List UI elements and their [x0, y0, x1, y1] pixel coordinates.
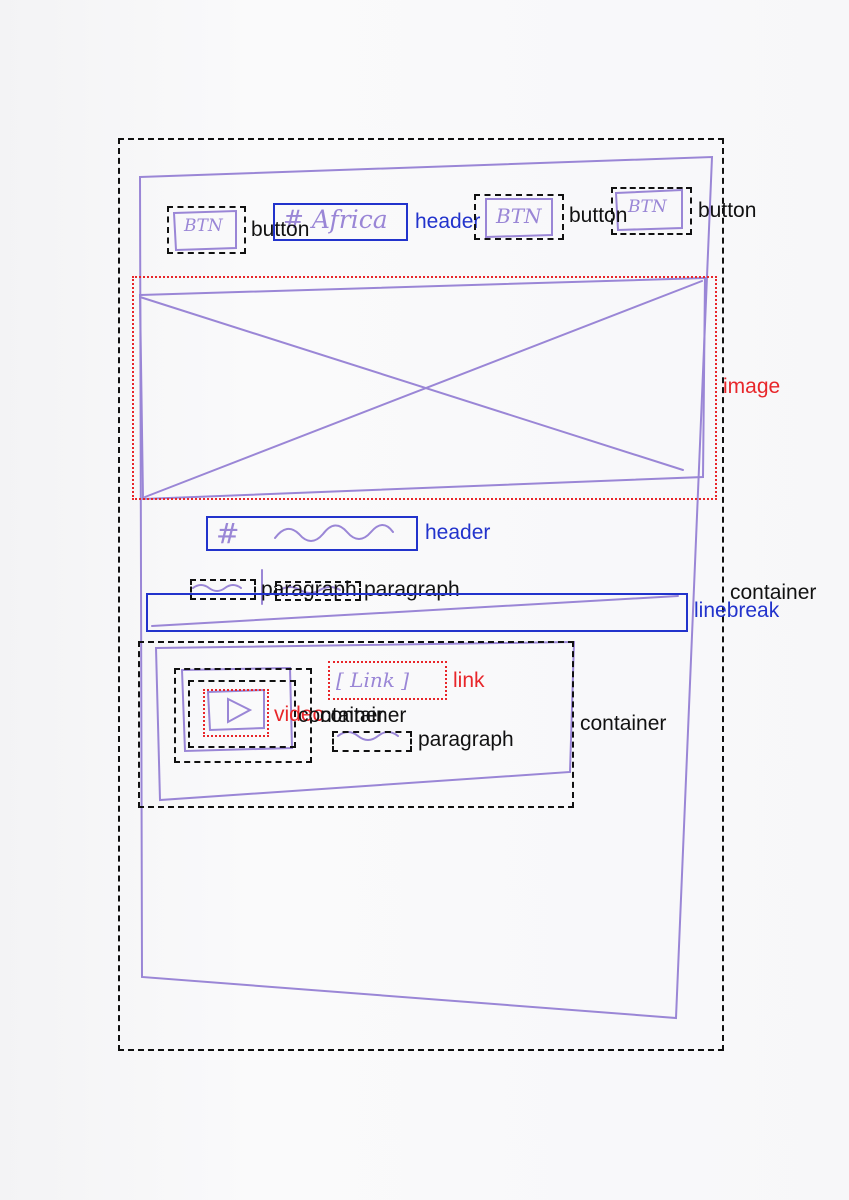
- container-5-box: [138, 641, 574, 808]
- link-label: link: [453, 669, 485, 692]
- btn-text-1: BTN: [184, 216, 223, 236]
- image-sketch-cross-1: [139, 296, 684, 471]
- video-box: [203, 689, 269, 737]
- header-2-label: header: [425, 521, 491, 544]
- btn-sketch-1: [172, 209, 237, 252]
- paragraph-3-label: paragraph: [418, 728, 514, 751]
- linebreak-label: linebreak: [694, 599, 780, 622]
- btn-text-3: BTN: [628, 197, 667, 217]
- btn-sketch-2: [485, 198, 553, 239]
- page-frame: [138, 155, 714, 1020]
- header-2-box: [206, 516, 418, 551]
- image-sketch-cross-2: [144, 280, 703, 498]
- image-sketch-frame: [138, 276, 707, 501]
- container-3-label: container: [298, 704, 385, 727]
- container-4-label: container: [320, 704, 407, 727]
- linebreak-box: [146, 593, 688, 632]
- button-3-label: button: [698, 199, 757, 222]
- container-3-box: [174, 668, 312, 763]
- button-3-box: [611, 187, 692, 235]
- header-1-label: header: [415, 210, 481, 233]
- button-1-box: [167, 206, 246, 254]
- link-text: [ Link ]: [336, 668, 409, 692]
- paragraph-2-box: [275, 581, 361, 601]
- card-sketch: [154, 640, 576, 802]
- btn-text-2: BTN: [496, 204, 542, 228]
- header-squiggle: [274, 524, 394, 542]
- paragraph-1-box: [190, 579, 256, 600]
- button-2-box: [474, 194, 564, 240]
- video-label: video: [274, 703, 325, 726]
- container-4-box: [188, 680, 296, 748]
- hash-text: #: [216, 517, 240, 550]
- play-triangle-icon: [227, 697, 253, 724]
- image-label: image: [723, 375, 781, 398]
- title-text: # Africa: [283, 205, 388, 234]
- button-1-label: button: [251, 218, 310, 241]
- header-1-box: [273, 203, 408, 241]
- linebreak-line: [151, 595, 679, 627]
- paragraph-3-box: [332, 731, 412, 752]
- container-5-label: container: [580, 712, 667, 735]
- link-box: [328, 661, 447, 700]
- btn-sketch-3: [614, 188, 683, 232]
- container-outer-label: container: [730, 581, 817, 604]
- container-outer-box: [118, 138, 724, 1051]
- image-box: [132, 276, 717, 500]
- paragraph-squiggle-1: [192, 584, 242, 592]
